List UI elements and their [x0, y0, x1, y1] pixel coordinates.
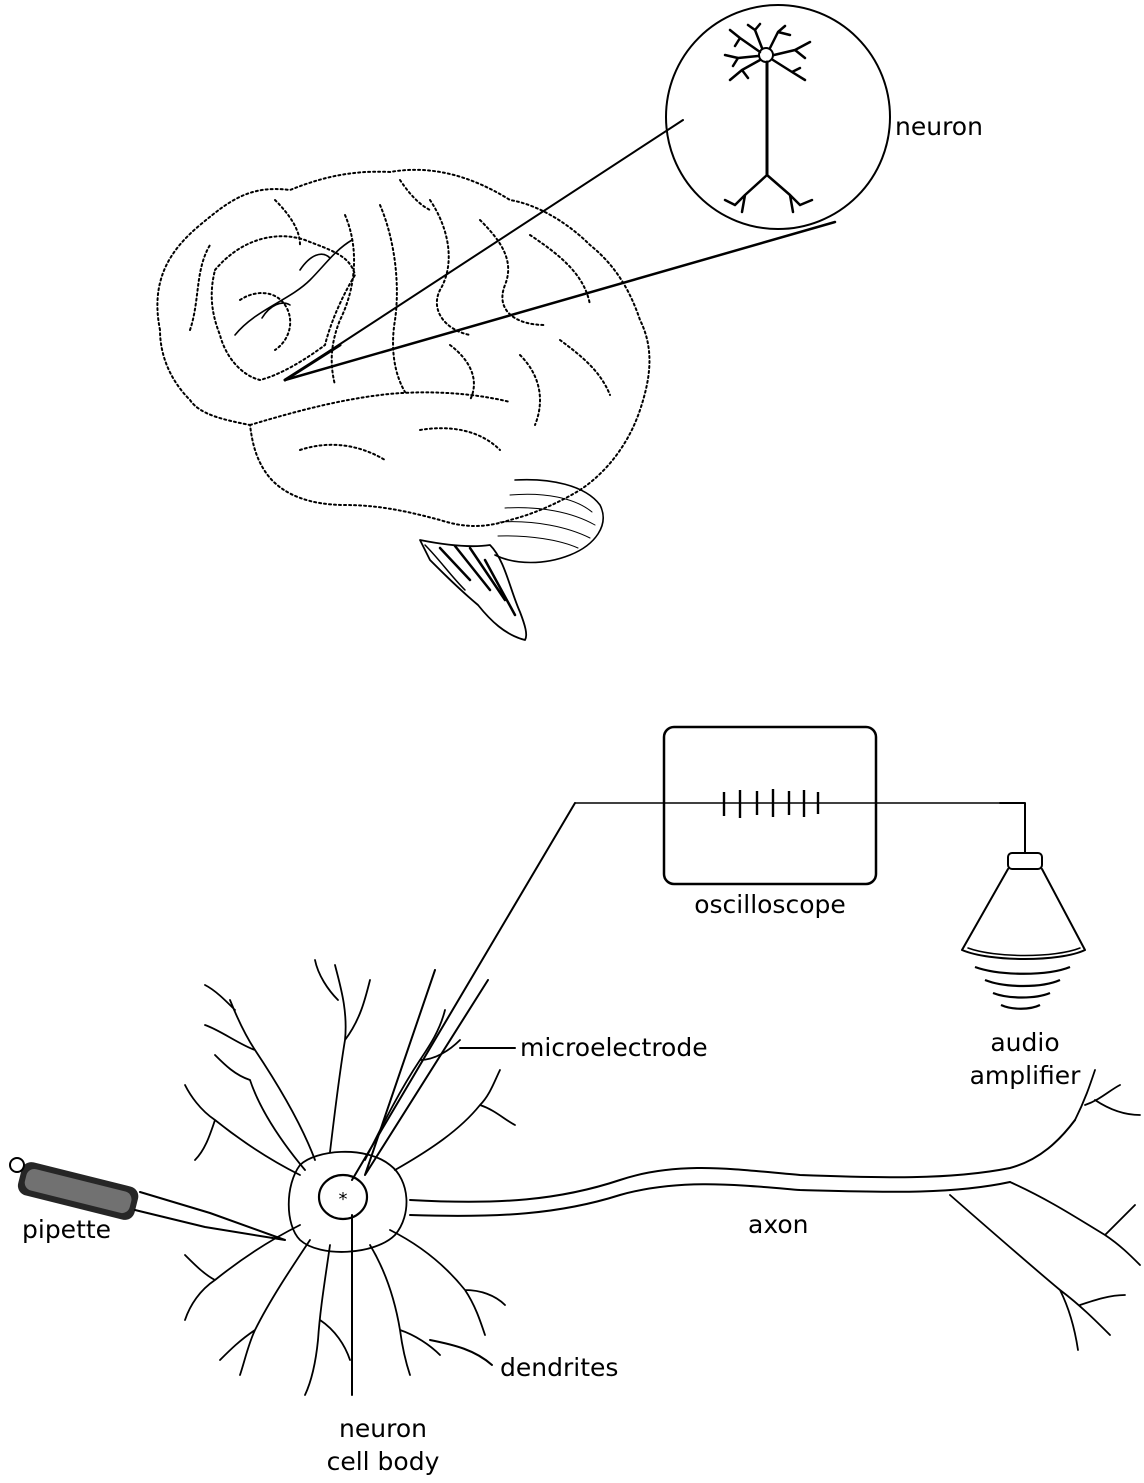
magnifier-circle	[666, 5, 890, 229]
brain-illustration	[157, 120, 835, 640]
brain-outline	[157, 170, 649, 526]
neuron-detailed: *	[185, 960, 1140, 1395]
neuron-label: neuron	[895, 112, 983, 141]
cell-body-label-line2: cell body	[327, 1447, 440, 1476]
brain-stem	[420, 540, 526, 640]
cell-body-label-line1: neuron	[339, 1414, 427, 1443]
zoom-line-lower	[285, 222, 835, 380]
oscilloscope-label: oscilloscope	[694, 890, 846, 919]
svg-text:*: *	[339, 1189, 348, 1210]
audio-amplifier-label-line2: amplifier	[970, 1061, 1082, 1090]
cerebellum	[495, 480, 603, 563]
pipette-label: pipette	[22, 1215, 111, 1244]
axon-fiber	[410, 1120, 1075, 1202]
neuron-magnified	[666, 5, 890, 229]
oscilloscope	[575, 727, 1000, 884]
labels: neuron oscilloscope audio amplifier micr…	[22, 112, 1081, 1476]
sound-waves-icon	[975, 967, 1070, 1009]
audio-amplifier-label-line1: audio	[990, 1028, 1059, 1057]
zoom-line-upper	[285, 120, 683, 380]
microelectrode-tip	[365, 970, 488, 1175]
oscilloscope-screen	[664, 727, 876, 884]
microelectrode-label: microelectrode	[520, 1033, 708, 1062]
dendrites-label: dendrites	[500, 1353, 618, 1382]
pipette-tip	[135, 1192, 285, 1240]
audio-amplifier	[962, 803, 1085, 1009]
dendrites-pointer	[430, 1340, 492, 1365]
axon-label: axon	[748, 1210, 809, 1239]
